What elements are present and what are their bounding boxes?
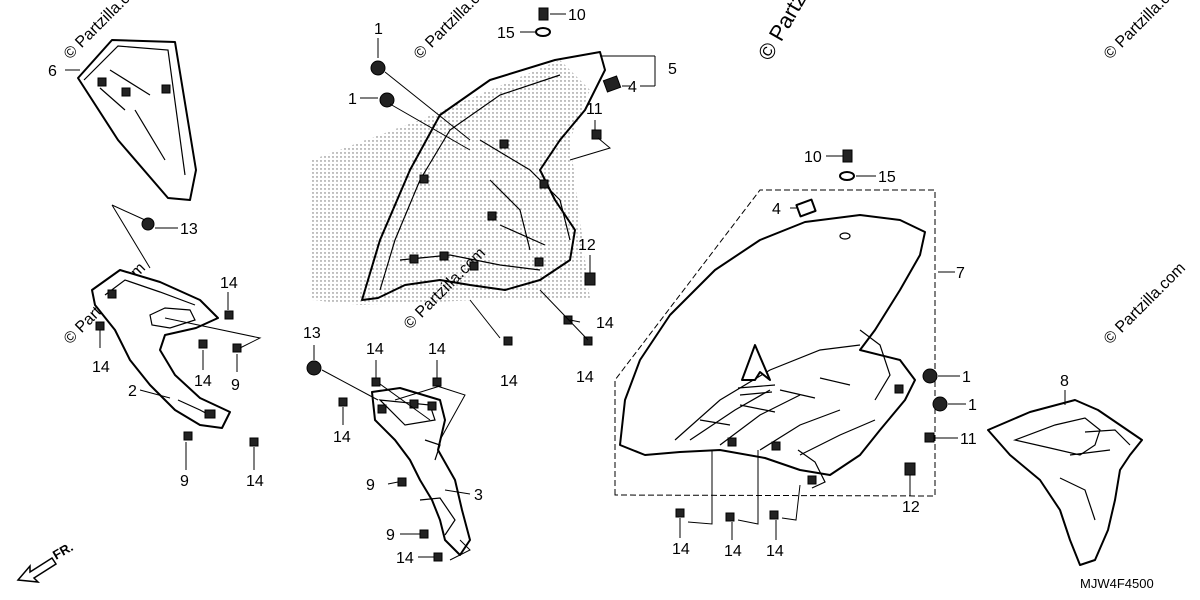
part-5-inner-cowl bbox=[312, 51, 622, 305]
callout-9: 9 bbox=[366, 477, 375, 494]
callout-15: 15 bbox=[497, 25, 515, 42]
callout-1: 1 bbox=[962, 369, 971, 386]
front-direction-indicator: FR. bbox=[16, 539, 76, 583]
leader-lines bbox=[65, 13, 1066, 561]
callout-9: 9 bbox=[386, 527, 395, 544]
hardware bbox=[95, 7, 948, 562]
callout-14: 14 bbox=[672, 541, 690, 558]
front-arrow-icon bbox=[16, 556, 58, 583]
part-7-front-cowl bbox=[619, 214, 926, 489]
callout-6: 6 bbox=[48, 63, 57, 80]
callout-14: 14 bbox=[724, 543, 742, 560]
callout-9: 9 bbox=[180, 473, 189, 490]
callout-14: 14 bbox=[246, 473, 264, 490]
callout-9: 9 bbox=[231, 377, 240, 394]
callout-14: 14 bbox=[366, 341, 384, 358]
watermarks: © Partzilla.com © Partzilla.com © Partzi… bbox=[61, 0, 1189, 348]
callout-13: 13 bbox=[303, 325, 321, 342]
callout-14: 14 bbox=[596, 315, 614, 332]
callout-11: 11 bbox=[586, 101, 603, 118]
callout-4: 4 bbox=[628, 79, 637, 96]
callout-14: 14 bbox=[766, 543, 784, 560]
part-2-bracket bbox=[91, 269, 231, 429]
callout-15: 15 bbox=[878, 169, 896, 186]
part-7-group-outline bbox=[614, 189, 936, 497]
part-8-side-piece bbox=[987, 399, 1143, 566]
callout-14: 14 bbox=[333, 429, 351, 446]
callout-13: 13 bbox=[180, 221, 198, 238]
callouts: 6 1 1 10 15 5 4 11 12 14 14 14 13 14 14 … bbox=[48, 7, 1069, 567]
callout-14: 14 bbox=[220, 275, 238, 292]
callout-8: 8 bbox=[1060, 373, 1069, 390]
callout-14: 14 bbox=[428, 341, 446, 358]
callout-14: 14 bbox=[500, 373, 518, 390]
callout-12: 12 bbox=[902, 499, 920, 516]
callout-2: 2 bbox=[128, 383, 137, 400]
watermark-main: © Partzilla.com bbox=[753, 0, 849, 65]
drawing-code: MJW4F4500 bbox=[1080, 576, 1154, 591]
callout-4: 4 bbox=[772, 201, 781, 218]
watermark: © Partzilla.com bbox=[1101, 0, 1189, 63]
callout-5: 5 bbox=[668, 61, 677, 78]
part-6-inner-panel bbox=[77, 39, 197, 201]
watermark: © Partzilla.com bbox=[411, 0, 499, 63]
callout-11: 11 bbox=[960, 431, 977, 448]
callout-1: 1 bbox=[348, 91, 357, 108]
callout-14: 14 bbox=[576, 369, 594, 386]
callout-1: 1 bbox=[968, 397, 977, 414]
callout-3: 3 bbox=[474, 487, 483, 504]
callout-1: 1 bbox=[374, 21, 383, 38]
callout-12: 12 bbox=[578, 237, 596, 254]
callout-10: 10 bbox=[568, 7, 586, 24]
direction-label: FR. bbox=[50, 539, 76, 562]
callout-7: 7 bbox=[956, 265, 965, 282]
callout-14: 14 bbox=[396, 550, 414, 567]
callout-14: 14 bbox=[92, 359, 110, 376]
callout-10: 10 bbox=[804, 149, 822, 166]
watermark: © Partzilla.com bbox=[1101, 260, 1189, 348]
callout-14: 14 bbox=[194, 373, 212, 390]
